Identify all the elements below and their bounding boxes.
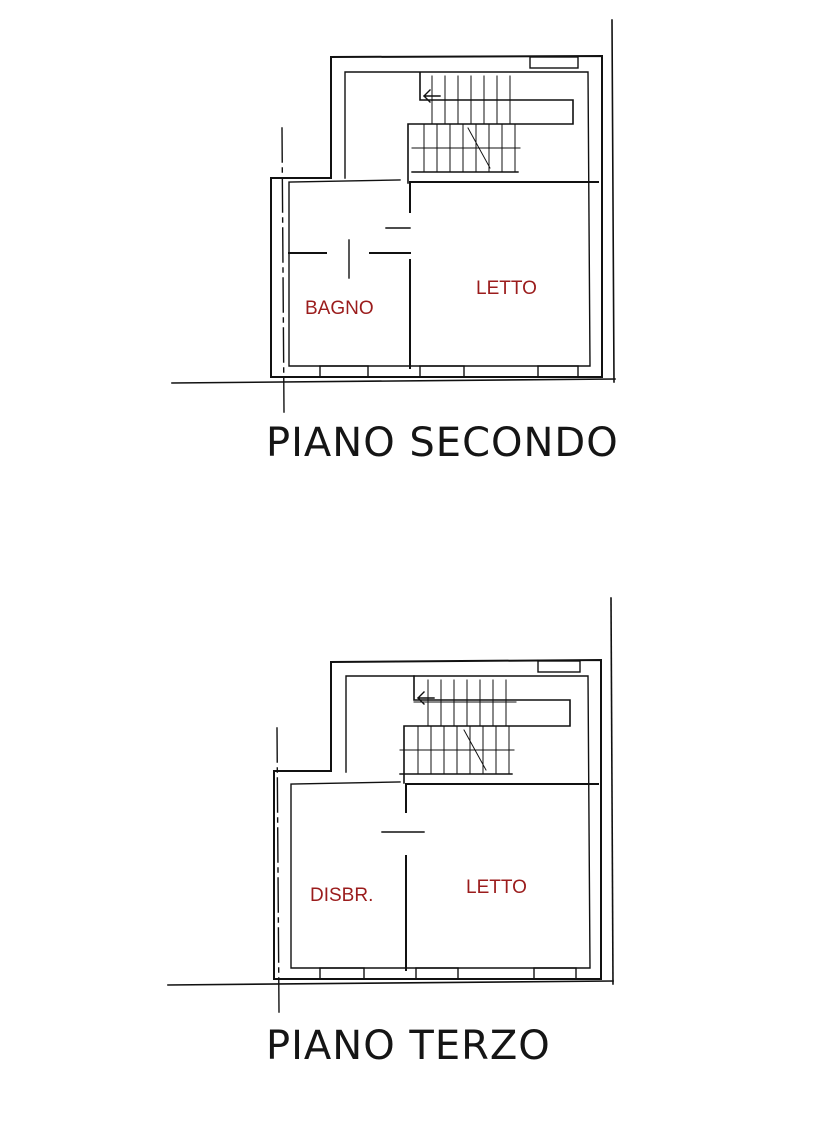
room-label-disbr: DISBR. — [310, 885, 374, 906]
stair-treads-lower — [411, 123, 521, 173]
stair-shaft — [403, 675, 571, 784]
outer-wall — [273, 658, 602, 980]
stair-arrow — [417, 691, 435, 705]
windows — [319, 660, 581, 980]
partition-letto — [405, 783, 599, 971]
stair-treads-upper — [413, 679, 517, 727]
floor-plan-terzo — [167, 597, 614, 1013]
inner-wall — [290, 675, 591, 969]
inner-wall — [288, 71, 591, 367]
stair-treads-lower — [399, 725, 515, 775]
floor-title-terzo: PIANO TERZO — [266, 1023, 551, 1069]
floor-plan-secondo — [171, 19, 616, 413]
neighbor-axis — [281, 127, 285, 413]
property-boundary — [611, 19, 615, 383]
neighbor-axis — [276, 727, 280, 1013]
outer-wall — [270, 54, 603, 378]
partition-letto — [409, 181, 599, 369]
stair-treads-upper — [419, 75, 521, 125]
floor-title-secondo: PIANO SECONDO — [266, 420, 619, 466]
property-boundary — [610, 597, 614, 985]
ground-line — [171, 378, 616, 384]
stair-arrow — [423, 89, 441, 103]
room-label-letto: LETTO — [476, 278, 537, 299]
room-label-bagno: BAGNO — [305, 298, 374, 319]
windows — [319, 56, 579, 378]
room-label-letto: LETTO — [466, 877, 527, 898]
ground-line — [167, 980, 614, 986]
stair-shaft — [407, 72, 574, 184]
